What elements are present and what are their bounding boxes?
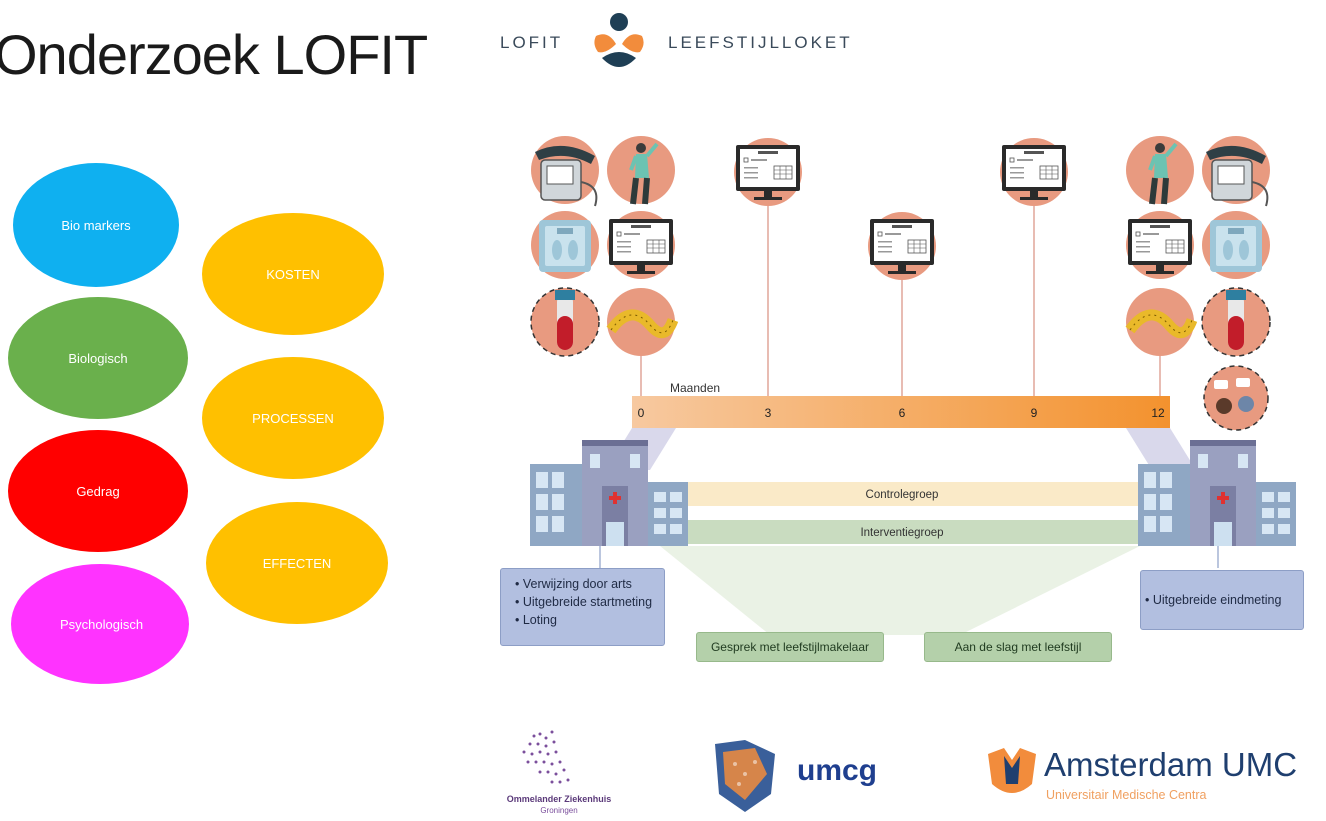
ellipse-kosten: KOSTEN bbox=[202, 213, 384, 335]
step-aan-de-slag: Aan de slag met leefstijl bbox=[924, 632, 1112, 662]
ommelander-logo: Ommelander Ziekenhuis Groningen bbox=[494, 722, 624, 816]
lofit-figure-icon bbox=[594, 13, 644, 67]
timeline-connectors bbox=[640, 205, 1161, 398]
tick-label: 3 bbox=[765, 406, 772, 420]
hospital-start-icon bbox=[528, 438, 690, 548]
start-info-box: Verwijzing door arts Uitgebreide startme… bbox=[500, 568, 665, 646]
ellipse-biologisch: Biologisch bbox=[8, 297, 188, 419]
ellipse-effecten: EFFECTEN bbox=[206, 502, 388, 624]
month-questionnaires bbox=[734, 138, 1068, 280]
ommelander-sub: Groningen bbox=[540, 806, 578, 815]
lofit-logo: LOFIT LEEFSTIJLLOKET bbox=[500, 8, 880, 68]
ommelander-name: Ommelander Ziekenhuis bbox=[506, 794, 612, 804]
timeline-label: Maanden bbox=[670, 381, 720, 395]
tulip-icon bbox=[988, 748, 1036, 793]
start-measurements bbox=[530, 136, 675, 357]
ellipse-label: EFFECTEN bbox=[262, 555, 332, 571]
end-info-box: Uitgebreide eindmeting bbox=[1140, 570, 1304, 630]
logo-text-lofit: LOFIT bbox=[500, 33, 564, 52]
ellipse-gedrag: Gedrag bbox=[8, 430, 188, 552]
umcg-frog-icon bbox=[715, 740, 775, 812]
page-title: Onderzoek LOFIT bbox=[0, 23, 428, 86]
control-group-bar bbox=[660, 482, 1140, 506]
ellipse-label: Gedrag bbox=[76, 483, 120, 499]
ellipse-label: Bio markers bbox=[61, 217, 131, 233]
start-item: Verwijzing door arts bbox=[515, 575, 664, 593]
start-item: Loting bbox=[515, 611, 664, 629]
start-item: Uitgebreide startmeting bbox=[515, 593, 664, 611]
ellipse-label: Biologisch bbox=[68, 350, 128, 366]
ellipse-label: PROCESSEN bbox=[252, 410, 334, 426]
intervention-group-label: Interventiegroep bbox=[860, 527, 943, 539]
ellipse-psychologisch: Psychologisch bbox=[11, 564, 189, 684]
tick-label: 0 bbox=[638, 406, 645, 420]
end-item: Uitgebreide eindmeting bbox=[1145, 591, 1282, 609]
logo-text-leefstijlloket: LEEFSTIJLLOKET bbox=[668, 33, 853, 52]
tick-label: 12 bbox=[1151, 406, 1165, 420]
umcg-logo: umcg bbox=[705, 734, 905, 816]
amsterdam-umc-sub: Universitair Medische Centra bbox=[1046, 788, 1207, 802]
intervention-group-bar bbox=[660, 520, 1140, 544]
tick-label: 9 bbox=[1031, 406, 1038, 420]
umcg-text: umcg bbox=[797, 754, 878, 787]
amsterdam-umc-text: Amsterdam UMC bbox=[1044, 746, 1298, 783]
ommelander-dots-icon bbox=[522, 730, 570, 784]
ellipse-bio-markers: Bio markers bbox=[13, 163, 179, 287]
tick-label: 6 bbox=[899, 406, 906, 420]
amsterdam-umc-logo: Amsterdam UMC Universitair Medische Cent… bbox=[984, 744, 1324, 814]
step-gesprek: Gesprek met leefstijlmakelaar bbox=[696, 632, 884, 662]
ellipse-label: Psychologisch bbox=[60, 616, 144, 632]
ellipse-processen: PROCESSEN bbox=[202, 357, 384, 479]
control-group-label: Controlegroep bbox=[866, 489, 939, 501]
timeline-bar bbox=[632, 396, 1170, 428]
study-timeline-diagram: Maanden 0 3 6 9 12 Controlegroep Interve… bbox=[528, 136, 1298, 635]
end-measurements bbox=[1126, 136, 1271, 431]
ellipse-label: KOSTEN bbox=[266, 266, 320, 282]
